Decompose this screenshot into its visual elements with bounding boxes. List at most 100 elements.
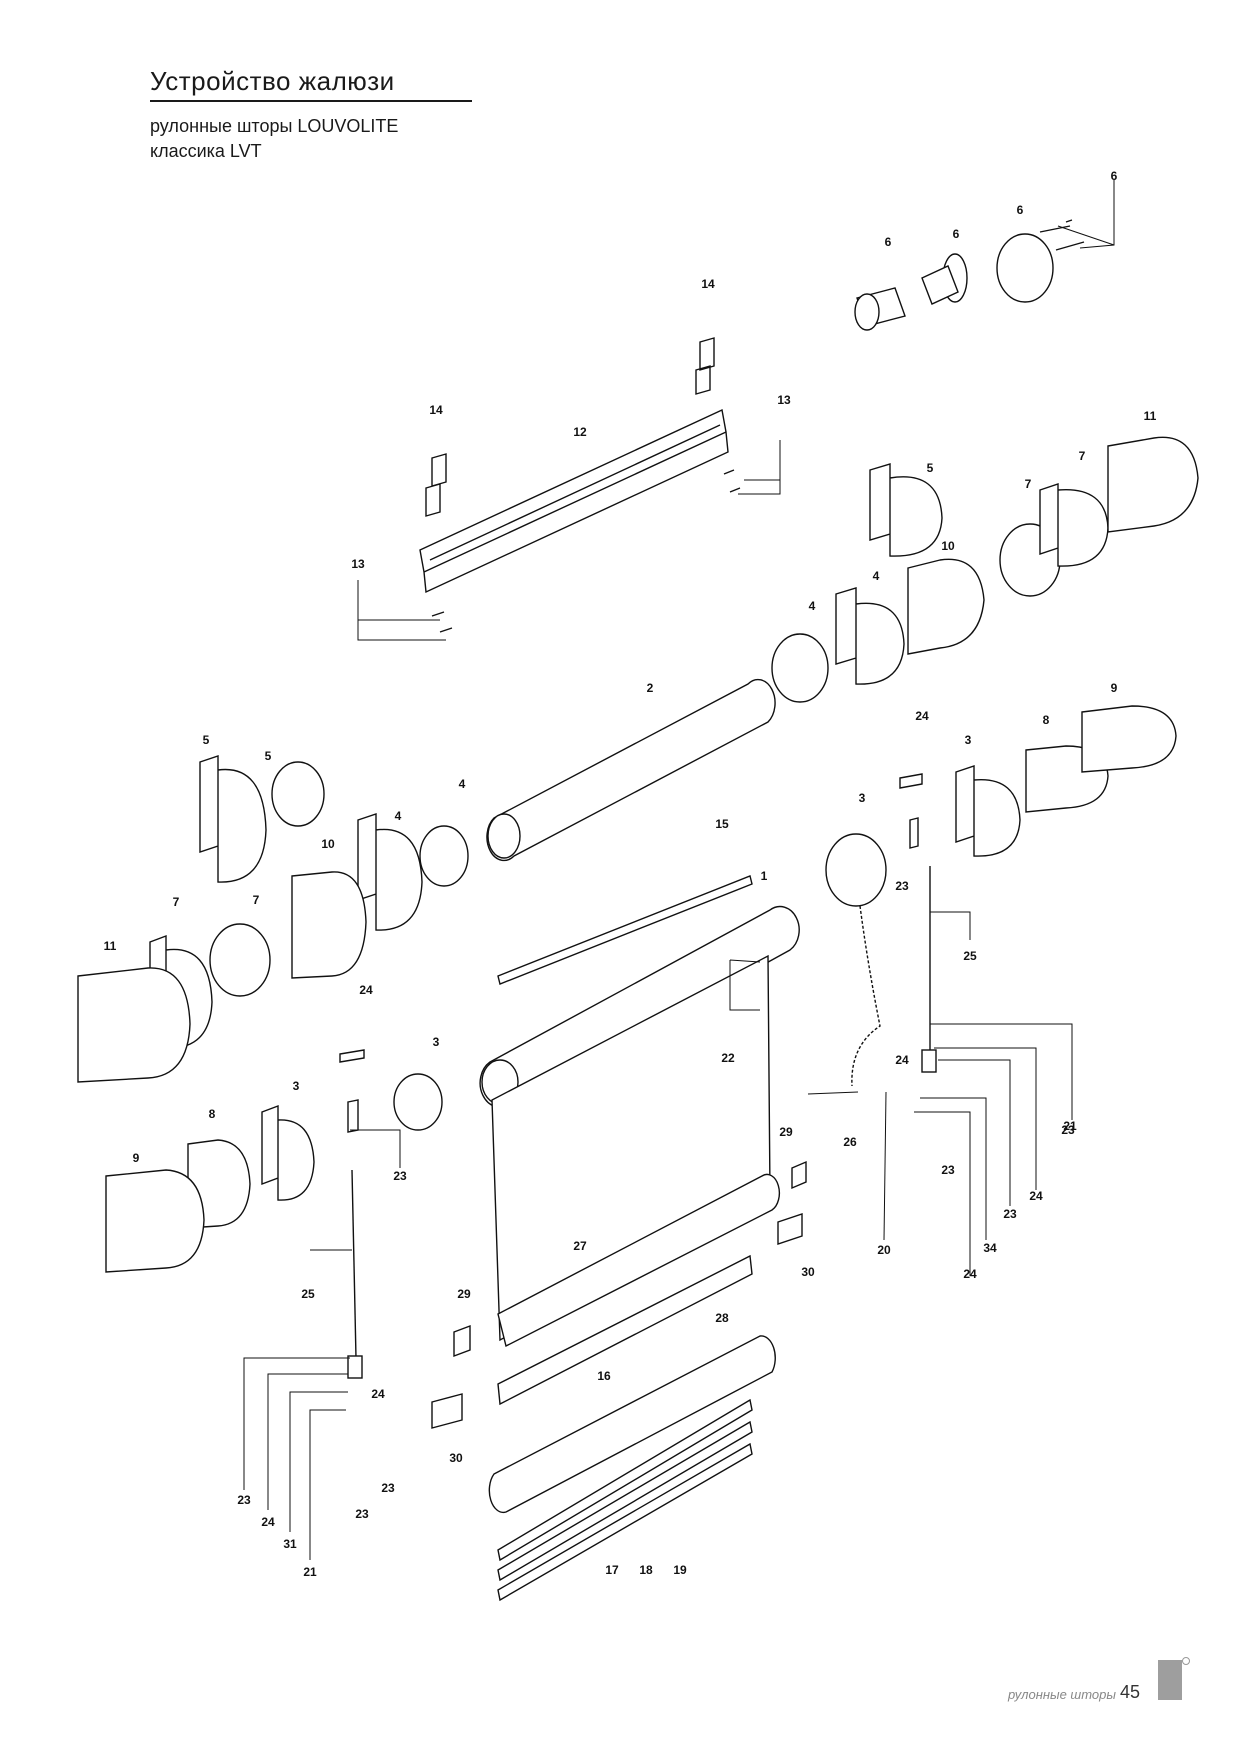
part-label: 23 [895,879,909,893]
leader-lines [243,180,1115,1560]
part-label: 23 [1061,1123,1075,1137]
part-label: 7 [253,893,260,907]
part-bottom-bar-16 [497,1254,753,1406]
part-cover-9-right [1081,705,1177,773]
part-label: 19 [673,1563,687,1577]
part-bracket-4-right [835,587,905,685]
part-bracket-5-left [199,755,267,883]
part-mounting-clip-top [695,337,715,395]
part-label: 4 [809,599,816,613]
part-label: 5 [265,749,272,763]
part-bottom-profile-28 [488,1335,776,1514]
part-label: 23 [355,1507,369,1521]
part-label: 34 [983,1241,997,1255]
part-bottom-weight-15 [497,875,753,985]
part-label: 25 [963,949,977,963]
part-label: 14 [429,403,443,417]
part-label: 28 [715,1311,729,1325]
part-label: 27 [573,1239,587,1253]
part-label: 10 [941,539,955,553]
part-label: 20 [877,1243,891,1257]
part-label: 9 [1111,681,1118,695]
part-label: 13 [777,393,791,407]
part-label: 15 [715,817,729,831]
part-label: 11 [1144,409,1157,423]
part-label: 29 [779,1125,793,1139]
part-label: 11 [104,939,117,953]
part-bracket-clips-23-24 [339,773,923,1133]
part-bracket-4-left [357,813,423,931]
part-label: 5 [927,461,934,475]
part-label: 24 [371,1387,385,1401]
page-tab-dot [1182,1657,1190,1665]
part-end-plug-top [854,219,1085,331]
part-label: 25 [301,1287,315,1301]
part-cord-25-left [351,1169,357,1359]
part-mounting-clip-left [425,453,447,517]
part-label: 5 [203,733,210,747]
part-label: 24 [261,1515,275,1529]
part-label: 23 [393,1169,407,1183]
part-labels: 6 6 6 6 14 14 13 12 13 11 7 7 5 10 4 4 2… [104,169,1157,1579]
part-cover-11-left [77,967,191,1083]
part-cord-weight-left [347,1355,363,1379]
part-end-plug-4-right [771,633,829,703]
part-label: 24 [915,709,929,723]
part-label: 3 [859,791,866,805]
part-label: 4 [459,777,466,791]
part-control-unit-7-left [209,923,271,997]
part-label: 13 [351,557,365,571]
part-head-rail [419,408,729,594]
part-label: 6 [953,227,960,241]
part-label: 1 [761,869,768,883]
part-chain-control-3 [825,833,887,907]
part-label: 7 [1079,449,1086,463]
part-label: 7 [1025,477,1032,491]
part-label: 29 [457,1287,471,1301]
part-label: 18 [639,1563,653,1577]
part-label: 10 [321,837,335,851]
part-label: 6 [1111,169,1118,183]
part-label: 24 [963,1267,977,1281]
part-label: 22 [721,1051,735,1065]
part-clips-29-30 [431,1160,807,1429]
page-tab-marker [1158,1660,1182,1700]
part-end-plug-4-left [419,825,469,887]
part-bracket-3-left [261,1104,315,1201]
part-label: 8 [209,1107,216,1121]
title-underline [150,100,472,102]
part-label: 6 [885,235,892,249]
part-cord-weight-right [921,1049,937,1073]
part-label: 30 [449,1451,463,1465]
part-tube-1 [479,905,800,1108]
part-label: 24 [895,1053,909,1067]
part-cover-11-right [1107,436,1199,533]
footer-section-label: рулонные шторы [1008,1687,1116,1702]
part-label: 4 [873,569,880,583]
part-label: 12 [573,425,587,439]
part-label: 31 [283,1537,297,1551]
part-label: 21 [303,1565,317,1579]
part-label: 24 [359,983,373,997]
subtitle-model: классика LVT [150,141,262,161]
part-cover-8-left [187,1139,251,1229]
part-label: 8 [1043,713,1050,727]
part-label: 23 [381,1481,395,1495]
part-label: 3 [433,1035,440,1049]
part-label: 23 [237,1493,251,1507]
part-label: 14 [701,277,715,291]
part-roller-tube [486,678,776,862]
part-control-unit-3-left [393,1073,443,1131]
part-label: 4 [395,809,402,823]
part-label: 21 [1063,1119,1077,1133]
part-screws-13 [431,469,741,633]
part-cover-9-left [105,1169,205,1273]
part-cover-10-left [291,871,367,979]
part-label: 30 [801,1265,815,1279]
part-label: 7 [173,895,180,909]
part-label: 3 [293,1079,300,1093]
part-label: 23 [1003,1207,1017,1221]
part-label: 16 [597,1369,611,1383]
part-chain-20 [851,905,881,1087]
